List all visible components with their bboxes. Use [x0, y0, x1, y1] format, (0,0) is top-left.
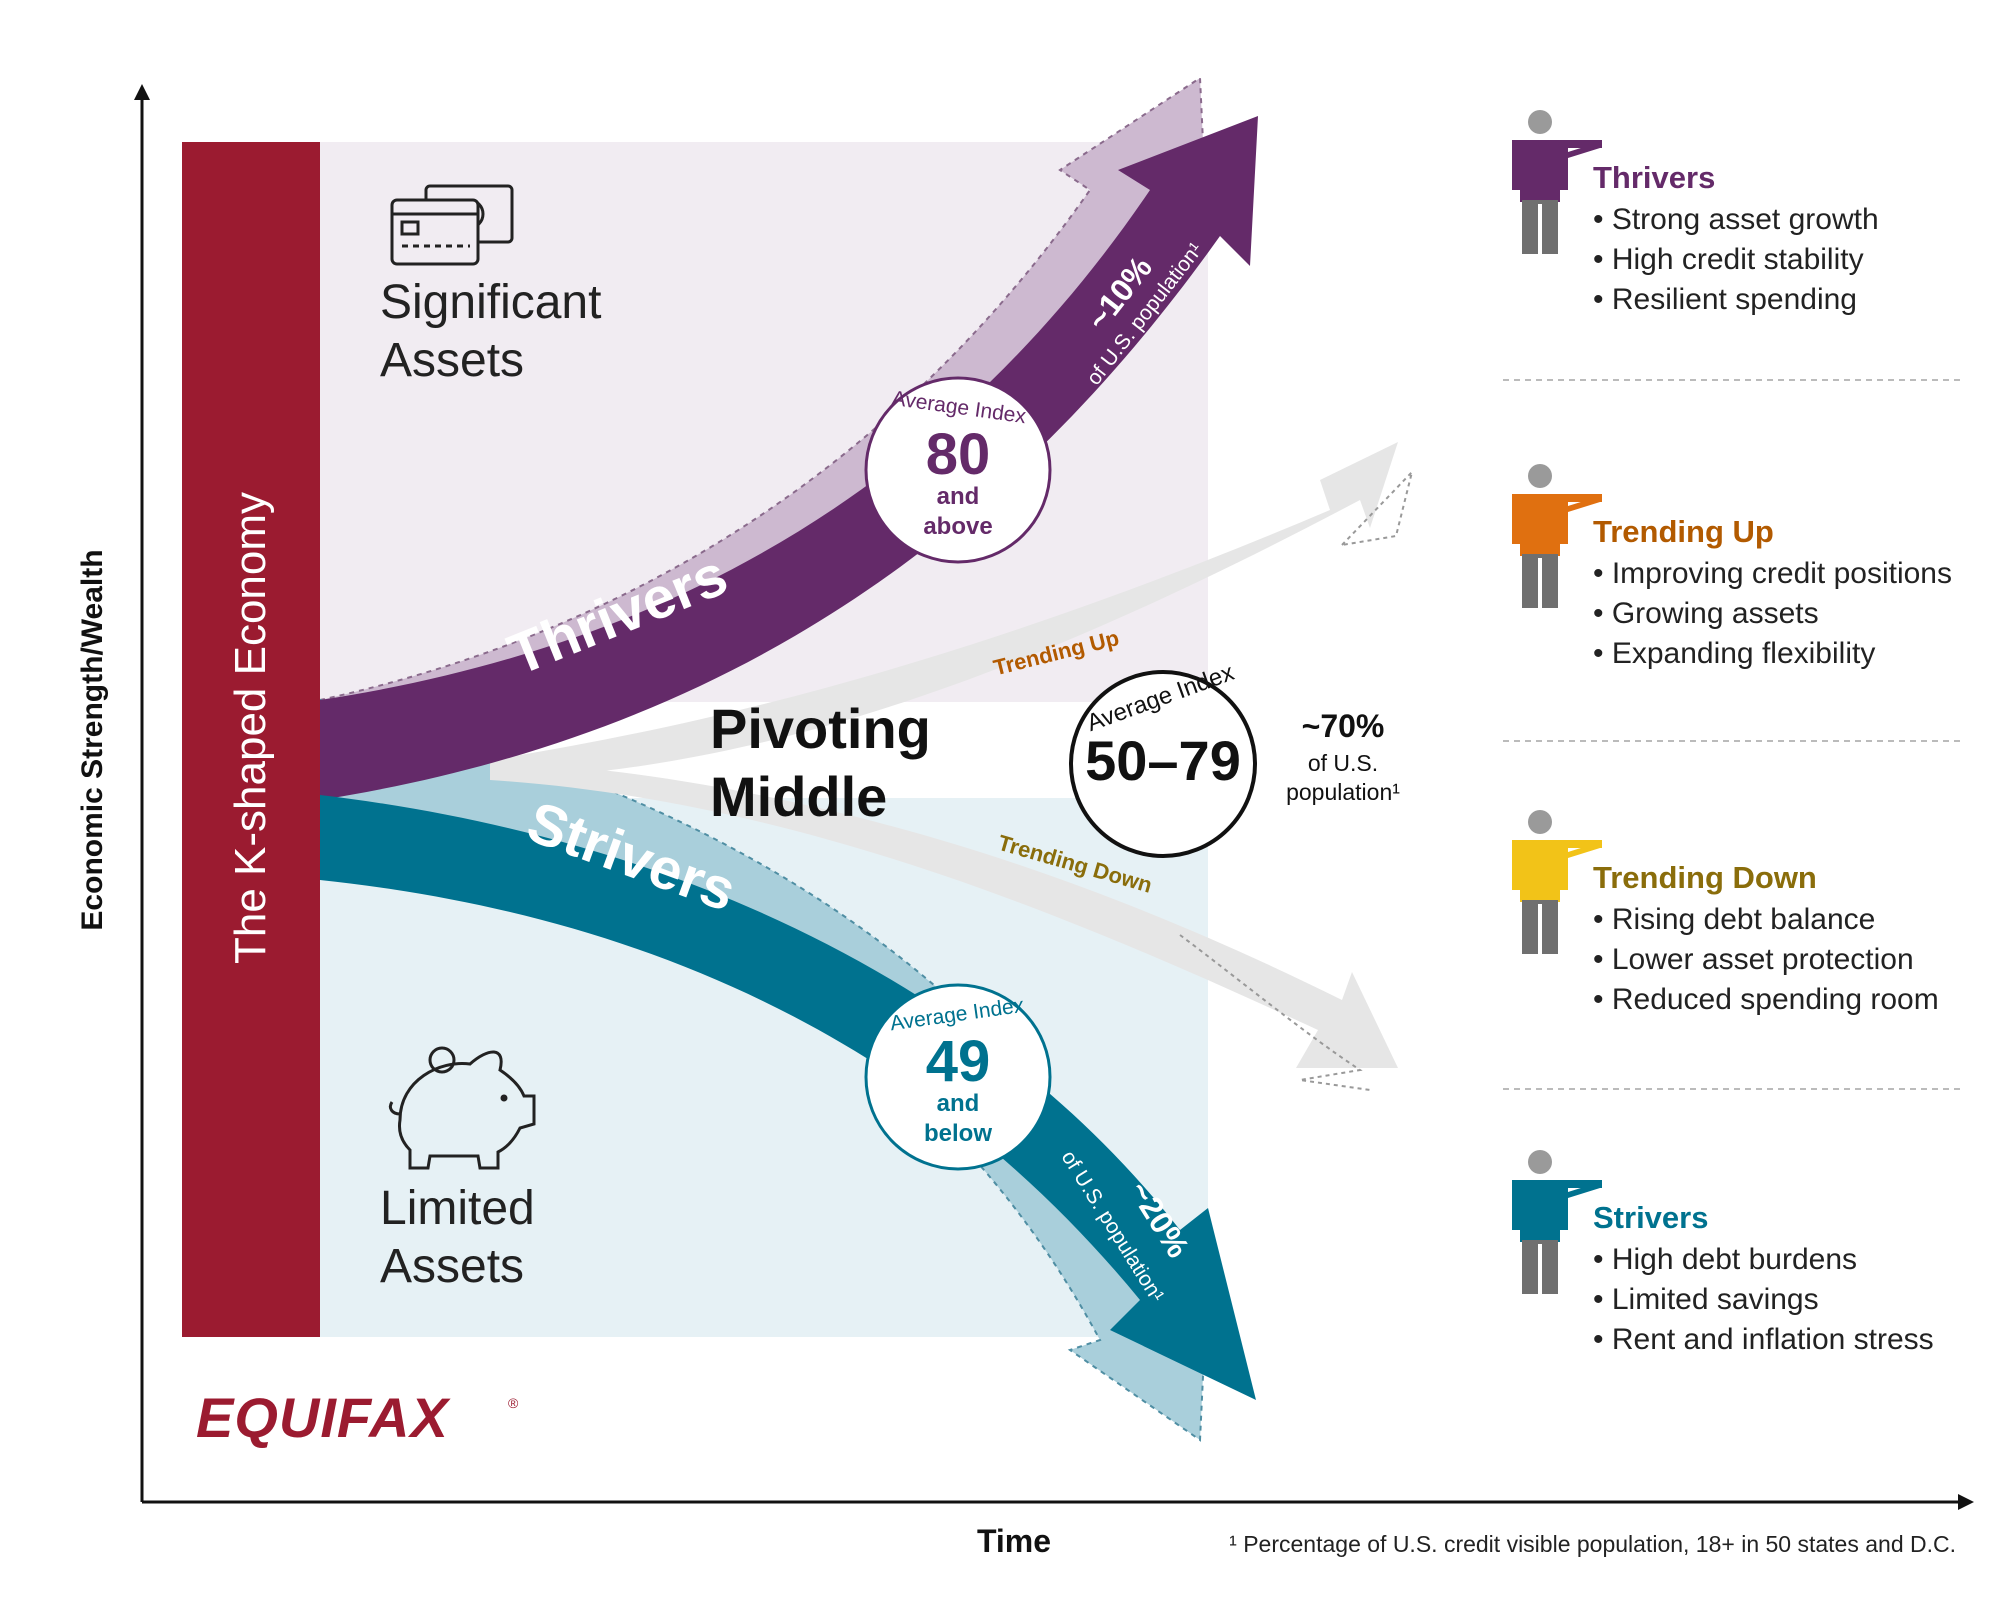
limited-assets-label: Limited Assets	[380, 1182, 548, 1293]
legend-bullet: • High credit stability	[1593, 243, 1864, 276]
middle-badge-value: 50–79	[1085, 729, 1241, 792]
middle-pct-line1: of U.S.	[1308, 750, 1378, 776]
legend-item-trending-down: Trending Down • Rising debt balance • Lowe…	[1512, 810, 1939, 1016]
significant-assets-label: Significant Assets	[380, 276, 615, 387]
person-pointing-icon	[1512, 810, 1602, 954]
thrivers-arrow	[320, 116, 1258, 800]
legend-item-thrivers: Thrivers • Strong asset growth • High cred…	[1512, 110, 1879, 316]
legend-bullet: • Lower asset protection	[1593, 943, 1914, 976]
thrivers-badge-line1: and	[937, 483, 980, 510]
strivers-arrow	[320, 795, 1256, 1400]
equifax-logo-text: EQUIFAX	[196, 1386, 451, 1449]
limited-assets-line2: Assets	[380, 1240, 524, 1293]
trending-down-ghost-tip	[1179, 934, 1371, 1091]
axes: Economic Strength/Wealth Time	[76, 84, 1974, 1559]
strivers-badge-line2: below	[924, 1120, 992, 1147]
piggy-bank-icon	[388, 1046, 536, 1170]
legend-bullet: • Resilient spending	[1593, 283, 1857, 316]
equifax-logo: EQUIFAX ®	[196, 1386, 519, 1449]
y-axis-label: Economic Strength/Wealth	[76, 549, 109, 930]
significant-assets-line1: Significant	[380, 276, 601, 329]
legend-bullet: • Rent and inflation stress	[1593, 1323, 1934, 1356]
trending-up-arrow	[490, 442, 1398, 780]
legend-bullet: • Reduced spending room	[1593, 983, 1939, 1016]
legend-bullet: • Limited savings	[1593, 1283, 1819, 1316]
legend-bullet: • Strong asset growth	[1593, 203, 1879, 236]
pivoting-line2: Middle	[710, 765, 887, 828]
legend-title: Trending Up	[1593, 514, 1774, 549]
strivers-badge-line1: and	[937, 1090, 980, 1117]
credit-card-cash-icon	[390, 184, 514, 266]
k-economy-label: The K-shaped Economy	[226, 492, 275, 964]
limited-assets-line1: Limited	[380, 1182, 535, 1235]
legend-bullet: • High debt burdens	[1593, 1243, 1857, 1276]
equifax-logo-mark: ®	[508, 1395, 519, 1411]
footnote: ¹ Percentage of U.S. credit visible popu…	[1229, 1531, 1956, 1557]
thrivers-badge-value: 80	[926, 422, 991, 487]
trending-up-ghost-tip	[1339, 468, 1414, 547]
legend-title: Thrivers	[1593, 160, 1715, 195]
strivers-index-badge: Average Index 49 and below	[864, 983, 1052, 1171]
thrivers-index-badge: Average Index 80 and above	[864, 376, 1052, 564]
pivoting-middle-label: Pivoting Middle	[710, 697, 946, 828]
pivoting-line1: Pivoting	[710, 697, 931, 760]
legend-item-trending-up: Trending Up • Improving credit positions •…	[1512, 464, 1952, 670]
k-economy-bar	[182, 142, 320, 1337]
significant-assets-line2: Assets	[380, 334, 524, 387]
legend-title: Strivers	[1593, 1200, 1708, 1235]
x-axis-arrowhead	[1958, 1494, 1974, 1510]
person-pointing-icon	[1512, 1150, 1602, 1294]
thrivers-badge-line2: above	[923, 513, 992, 540]
legend-bullet: • Improving credit positions	[1593, 557, 1952, 590]
middle-pct: ~70%	[1302, 708, 1385, 744]
legend-item-strivers: Strivers • High debt burdens • Limited sav…	[1512, 1150, 1934, 1356]
legend-title: Trending Down	[1593, 860, 1817, 895]
legend-bullet: • Rising debt balance	[1593, 903, 1875, 936]
legend-bullet: • Growing assets	[1593, 597, 1819, 630]
person-pointing-icon	[1512, 110, 1602, 254]
strivers-badge-value: 49	[926, 1029, 991, 1094]
middle-pct-line2: population¹	[1286, 779, 1400, 805]
legend: Thrivers • Strong asset growth • High cred…	[1512, 110, 1952, 1356]
y-axis-arrowhead	[134, 84, 150, 100]
person-pointing-icon	[1512, 464, 1602, 608]
x-axis-label: Time	[977, 1523, 1051, 1559]
legend-bullet: • Expanding flexibility	[1593, 637, 1875, 670]
